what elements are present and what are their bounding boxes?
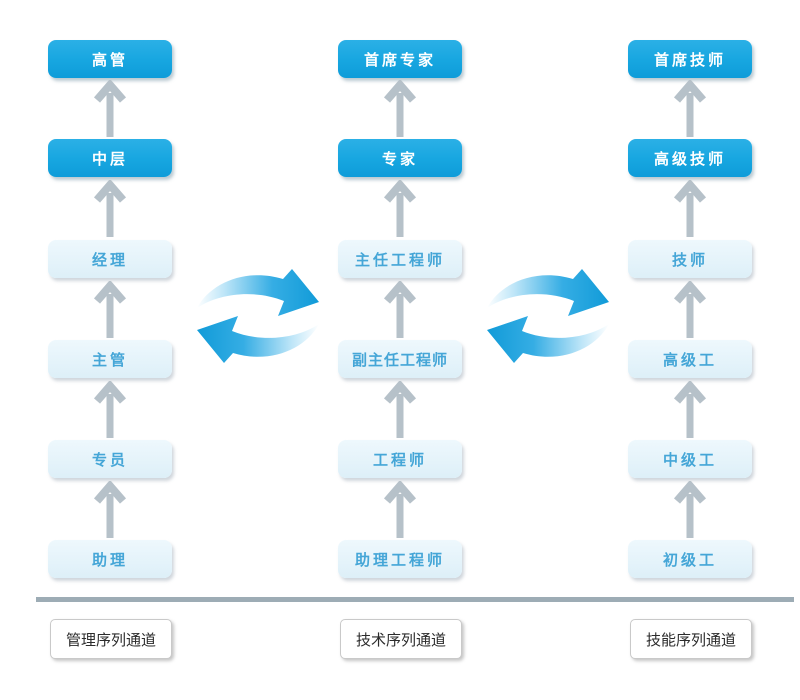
level-box: 高级技师 (628, 139, 752, 177)
level-box: 专员 (48, 440, 172, 478)
up-arrow-icon (93, 180, 127, 237)
level-box: 中层 (48, 139, 172, 177)
channel-label: 管理序列通道 (50, 619, 172, 659)
up-arrow-icon (383, 381, 417, 438)
up-arrow-icon (383, 481, 417, 538)
up-arrow-icon (383, 80, 417, 137)
channel-label: 技术序列通道 (340, 619, 462, 659)
level-box: 专家 (338, 139, 462, 177)
swap-cycle-icon-right (487, 269, 609, 363)
up-arrow-icon (383, 281, 417, 338)
level-box: 首席技师 (628, 40, 752, 78)
up-arrow-icon (673, 481, 707, 538)
up-arrow-icon (93, 80, 127, 137)
level-box: 主管 (48, 340, 172, 378)
up-arrow-icon (673, 381, 707, 438)
level-box: 主任工程师 (338, 240, 462, 278)
level-box: 高级工 (628, 340, 752, 378)
level-box: 高管 (48, 40, 172, 78)
up-arrow-icon (673, 281, 707, 338)
level-box: 首席专家 (338, 40, 462, 78)
channel-label: 技能序列通道 (630, 619, 752, 659)
up-arrow-icon (383, 180, 417, 237)
level-box: 经理 (48, 240, 172, 278)
level-box: 助理 (48, 540, 172, 578)
up-arrow-icon (93, 481, 127, 538)
baseline-divider (36, 597, 794, 602)
level-box: 中级工 (628, 440, 752, 478)
level-box: 助理工程师 (338, 540, 462, 578)
level-box: 技师 (628, 240, 752, 278)
level-box: 工程师 (338, 440, 462, 478)
up-arrow-icon (93, 281, 127, 338)
up-arrow-icon (673, 180, 707, 237)
up-arrow-icon (93, 381, 127, 438)
up-arrow-icon (673, 80, 707, 137)
level-box: 初级工 (628, 540, 752, 578)
swap-cycle-icon-left (197, 269, 319, 363)
level-box: 副主任工程师 (338, 340, 462, 378)
